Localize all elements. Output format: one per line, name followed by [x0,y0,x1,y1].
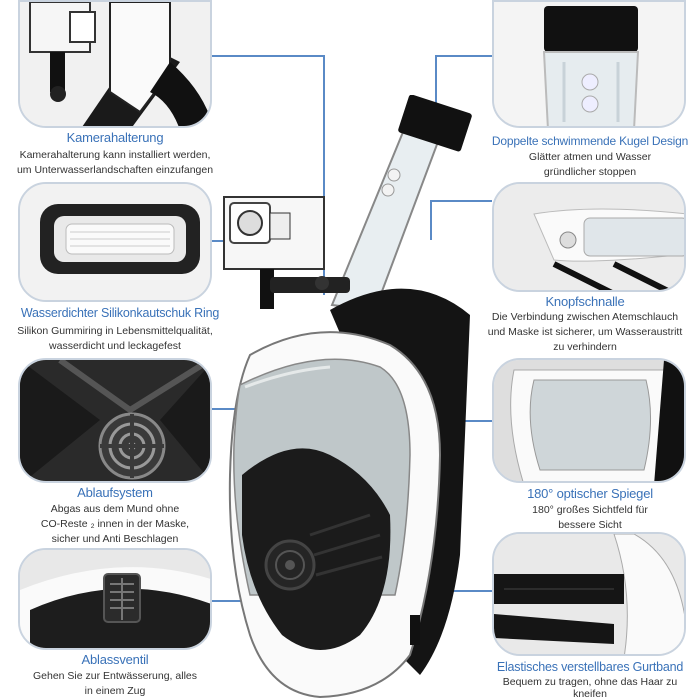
button-buckle-desc-line3: zu verhindern [553,341,617,353]
button-buckle-title: Knopfschnalle [545,294,625,309]
drain-valve-desc-line1: Gehen Sie zur Entwässerung, alles [32,670,197,682]
camera-mount-photo [18,0,212,128]
drain-valve-desc: Gehen Sie zur Entwässerung, alles in ein… [0,669,235,699]
connector-line [212,408,240,410]
snorkel-mask-illustration [210,95,500,700]
silicone-ring-title: Wasserdichter Silikonkautschuk Ring [20,306,220,320]
mirror-desc-line1: 180° großes Sichtfeld für [532,504,648,516]
double-float-desc-line2: gründlicher stoppen [543,166,637,178]
drain-valve-photo [18,548,212,650]
double-float-title: Doppelte schwimmende Kugel Design [491,134,689,148]
connector-line [323,55,325,295]
drain-system-desc-line3: sicher und Anti Beschlagen [51,533,179,545]
connector-line [430,200,492,202]
mirror-title: 180° optischer Spiegel [527,486,653,501]
connector-line [435,55,437,130]
camera-mount-desc: Kamerahalterung kann installiert werden,… [0,148,235,178]
strap-title: Elastisches verstellbares Gurtband [496,660,684,674]
silicone-ring-desc: Silikon Gummiring in Lebensmittelqualitä… [0,324,235,354]
connector-line [430,200,432,240]
button-buckle-desc: Die Verbindung zwischen Atemschlauch und… [455,310,700,355]
drain-system-title: Ablaufsystem [77,485,153,500]
drain-system-desc: Abgas aus dem Mund ohne CO-Reste ₂ innen… [0,502,235,547]
strap-desc-line2: kneifen [573,688,607,700]
strap-desc-line1: Bequem zu tragen, ohne das Haar zu [502,676,678,688]
mirror-desc-line2: bessere Sicht [558,519,622,531]
button-buckle-desc-line1: Die Verbindung zwischen Atemschlauch [491,311,679,323]
strap-desc: Bequem zu tragen, ohne das Haar zu kneif… [470,676,700,700]
drain-valve-desc-line2: in einem Zug [84,685,146,697]
silicone-ring-photo [18,182,212,302]
silicone-ring-desc-line2: wasserdicht und leckagefest [49,340,181,352]
double-float-photo [492,0,686,128]
double-float-desc: Glätter atmen und Wasser gründlicher sto… [470,150,700,180]
drain-system-photo [18,358,212,483]
button-buckle-photo [492,182,686,292]
silicone-ring-desc-line1: Silikon Gummiring in Lebensmittelqualitä… [17,325,213,337]
button-buckle-desc-line2: und Maske ist sicherer, um Wasseraustrit… [487,326,683,338]
mirror-photo [492,358,686,483]
connector-line [435,55,492,57]
mirror-desc: 180° großes Sichtfeld für bessere Sicht [470,503,700,533]
drain-system-desc-line1: Abgas aus dem Mund ohne [50,503,180,515]
double-float-desc-line1: Glätter atmen und Wasser [528,151,652,163]
drain-system-desc-line2: CO-Reste ₂ innen in der Maske, [40,518,190,530]
drain-valve-title: Ablassventil [81,652,149,667]
camera-mount-desc-line2: um Unterwasserlandschaften einzufangen [16,164,214,176]
camera-mount-desc-line1: Kamerahalterung kann installiert werden, [19,149,211,161]
connector-line [460,420,492,422]
connector-line [212,55,324,57]
strap-photo [492,532,686,656]
camera-mount-title: Kamerahalterung [66,130,164,145]
